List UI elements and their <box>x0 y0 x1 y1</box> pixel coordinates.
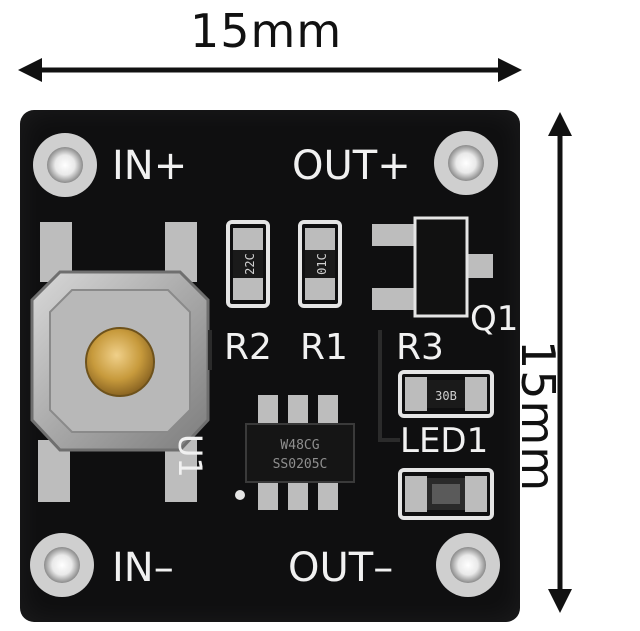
label-r2: R2 <box>224 327 272 368</box>
tactile-switch <box>30 222 210 502</box>
mount-hole-top-right <box>434 131 498 195</box>
chip-marking-line2: SS0205C <box>273 457 328 472</box>
label-in-plus: IN+ <box>112 143 188 189</box>
mount-hole-top-left <box>33 133 97 197</box>
led-1 <box>398 468 494 520</box>
r1-marking: 01C <box>315 253 329 275</box>
mount-hole-bottom-left <box>30 533 94 597</box>
label-q1: Q1 <box>470 299 519 339</box>
resistor-r1: 01C <box>298 220 342 308</box>
label-led1: LED1 <box>400 421 489 461</box>
resistor-r2: 22C <box>226 220 270 308</box>
r3-marking: 30B <box>435 389 457 403</box>
r2-marking: 22C <box>243 253 257 275</box>
label-r3: R3 <box>396 327 444 368</box>
label-out-plus: OUT+ <box>292 143 411 189</box>
label-u1: U1 <box>171 434 209 478</box>
width-dimension-label: 15mm <box>190 4 343 58</box>
chip-marking-line1: W48CG <box>280 438 319 453</box>
mount-hole-bottom-right <box>436 533 500 597</box>
transistor-q1 <box>372 216 493 318</box>
resistor-r3: 30B <box>398 370 494 418</box>
label-in-minus: IN– <box>112 545 174 591</box>
chip-u1: W48CG SS0205C <box>235 395 355 510</box>
label-r1: R1 <box>300 327 348 368</box>
label-out-minus: OUT– <box>288 545 394 591</box>
